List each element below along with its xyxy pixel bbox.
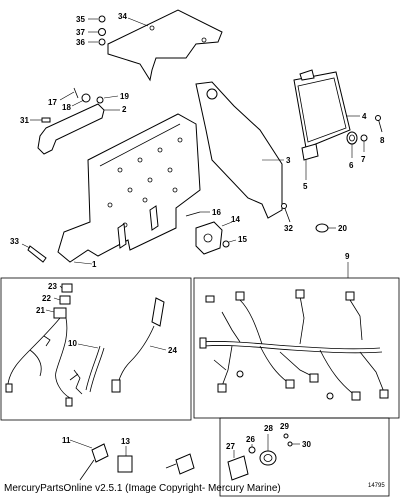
- callout-28: 28: [264, 424, 273, 433]
- screw-8: [375, 115, 383, 133]
- connector-23: [59, 283, 73, 293]
- callout-32: 32: [284, 224, 293, 233]
- callout-35: 35: [76, 15, 85, 24]
- callout-6: 6: [349, 161, 354, 170]
- panel-harness-left: [0, 277, 192, 421]
- callout-19: 19: [120, 92, 129, 101]
- connector-11: [69, 439, 109, 481]
- panel-harness-main: [193, 277, 400, 419]
- bracket-2: [37, 103, 120, 155]
- nut-26: [248, 444, 256, 454]
- screw-16: [185, 211, 210, 217]
- callout-37: 37: [76, 28, 85, 37]
- connector-21: [45, 307, 67, 319]
- screw-31: [30, 117, 51, 123]
- mounting-plate-1: [57, 113, 201, 265]
- sensor-12: [165, 453, 195, 475]
- side-bracket-3: [195, 81, 284, 219]
- nut-15: [222, 239, 237, 248]
- hardware-17-18-19: [59, 87, 119, 107]
- callout-4: 4: [362, 112, 367, 121]
- washer-29: [283, 433, 289, 439]
- screw-30: [287, 441, 300, 447]
- callout-34: 34: [118, 12, 127, 21]
- callout-14: 14: [231, 215, 240, 224]
- plug-20: [315, 223, 336, 233]
- circuit-breaker-14: [195, 221, 233, 255]
- callout-13: 13: [121, 437, 130, 446]
- washer-7: [360, 134, 368, 152]
- engine-harness-9: [199, 289, 389, 401]
- bracket-plate-34: [107, 9, 223, 82]
- callout-23: 23: [48, 282, 57, 291]
- callout-18: 18: [62, 103, 71, 112]
- hardware-stack-35-37-36: [88, 15, 106, 46]
- callout-30: 30: [302, 440, 311, 449]
- bolt-32: [281, 203, 291, 223]
- drawing-code: 14795: [368, 483, 385, 489]
- callout-16: 16: [212, 208, 221, 217]
- callout-9: 9: [345, 252, 350, 261]
- callout-11: 11: [62, 436, 71, 445]
- callout-5: 5: [303, 182, 308, 191]
- callout-7: 7: [361, 155, 366, 164]
- callout-27: 27: [226, 442, 235, 451]
- plug-left-a: [5, 383, 13, 393]
- panel-sensors: [219, 417, 390, 497]
- callout-26: 26: [246, 435, 255, 444]
- ecm-module-4: [293, 69, 360, 149]
- callout-31: 31: [20, 116, 29, 125]
- callout-17: 17: [48, 98, 57, 107]
- bolt-5: [301, 143, 319, 180]
- sensor-28: [259, 434, 277, 466]
- sensor-cable-24: [111, 297, 167, 393]
- harness-left-wires: [7, 317, 71, 399]
- sensor-27: [227, 450, 249, 481]
- callout-20: 20: [338, 224, 347, 233]
- callout-24: 24: [168, 346, 177, 355]
- callout-10: 10: [68, 339, 77, 348]
- relay-13: [117, 446, 133, 473]
- copyright-footer: MercuryPartsOnline v2.5.1 (Image Copyrig…: [4, 483, 281, 494]
- callout-1: 1: [92, 260, 97, 269]
- callout-36: 36: [76, 38, 85, 47]
- callout-2: 2: [122, 105, 127, 114]
- grommet-6: [346, 131, 358, 158]
- callout-33: 33: [10, 237, 19, 246]
- cable-10: [69, 343, 105, 395]
- callout-8: 8: [380, 136, 385, 145]
- callout-3: 3: [286, 156, 291, 165]
- callout-22: 22: [42, 294, 51, 303]
- plug-left-b: [65, 397, 73, 407]
- callout-15: 15: [238, 235, 247, 244]
- connector-22: [53, 295, 71, 305]
- stud-33: [21, 243, 47, 263]
- callout-21: 21: [36, 306, 45, 315]
- callout-29: 29: [280, 422, 289, 431]
